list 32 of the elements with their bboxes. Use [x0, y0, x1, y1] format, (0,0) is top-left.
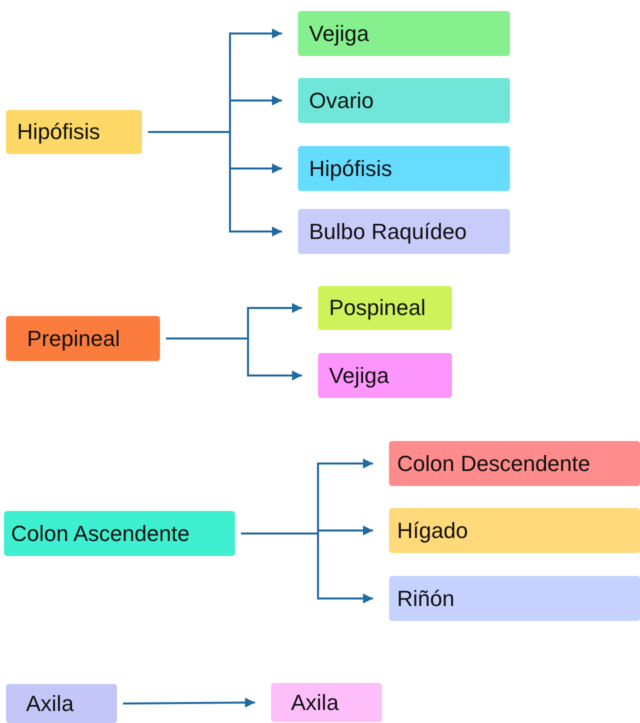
node-label: Bulbo Raquídeo	[309, 218, 467, 244]
node-label: Colon Ascendente	[11, 520, 190, 546]
label-box	[298, 78, 510, 123]
node-label: Hipófisis	[309, 156, 392, 182]
label-box	[298, 11, 510, 56]
label-box	[6, 684, 117, 723]
node-label: Axila	[291, 690, 339, 716]
label-box	[389, 508, 640, 553]
arrow	[123, 698, 255, 708]
node-label: Vejiga	[309, 20, 369, 46]
node-label: Colon Descendente	[397, 450, 590, 476]
node-label: Riñón	[397, 586, 454, 612]
node-label: Ovario	[309, 88, 374, 114]
node-label: Hígado	[397, 518, 468, 544]
node-label: Prepineal	[27, 326, 120, 352]
label-box	[318, 286, 452, 330]
node-label: Axila	[26, 690, 74, 716]
label-box	[318, 353, 452, 398]
node-label: Vejiga	[329, 362, 389, 388]
node-label: Pospineal	[329, 295, 426, 321]
arrow	[166, 338, 302, 380]
label-box	[4, 511, 235, 556]
label-box	[389, 576, 640, 621]
node-label: Hipófisis	[17, 119, 100, 145]
label-box	[6, 316, 160, 361]
label-box	[298, 209, 510, 254]
arrow	[241, 532, 373, 604]
arrow	[148, 131, 282, 236]
label-box	[271, 683, 382, 722]
label-box	[389, 441, 640, 486]
label-box	[6, 110, 142, 154]
label-box	[298, 146, 510, 191]
